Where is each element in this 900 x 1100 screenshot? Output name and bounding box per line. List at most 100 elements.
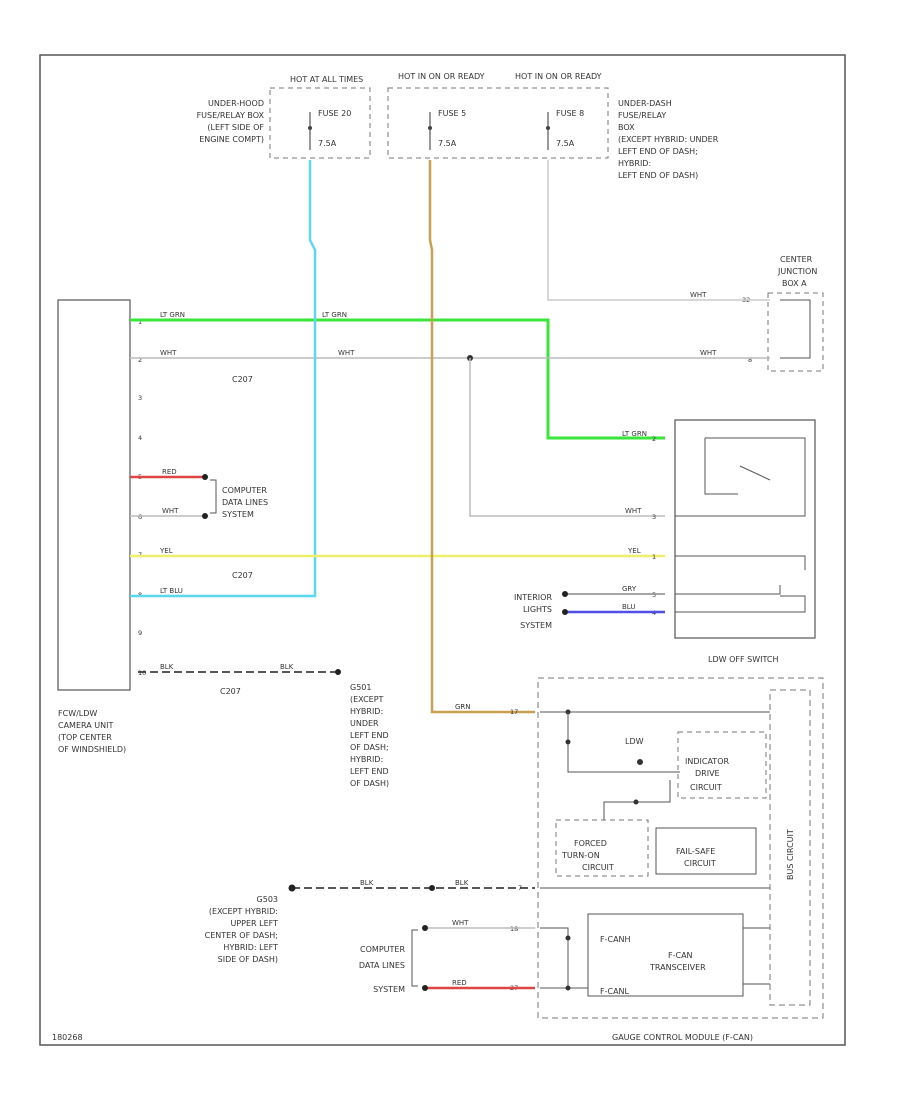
svg-text:3: 3 bbox=[138, 394, 142, 402]
svg-text:HYBRID:: HYBRID: bbox=[350, 755, 383, 764]
svg-text:3: 3 bbox=[652, 513, 656, 521]
svg-text:TRANSCEIVER: TRANSCEIVER bbox=[649, 963, 706, 972]
wire-label-lt-grn: LT GRN bbox=[160, 311, 185, 319]
svg-text:5: 5 bbox=[652, 591, 656, 599]
svg-text:WHT: WHT bbox=[162, 507, 179, 515]
svg-text:WHT: WHT bbox=[160, 349, 177, 357]
svg-text:LEFT END: LEFT END bbox=[350, 731, 389, 740]
fuse-header-2: HOT IN ON OR READY bbox=[398, 72, 485, 81]
svg-text:UPPER LEFT: UPPER LEFT bbox=[230, 919, 278, 928]
fuse-label-20: FUSE 20 bbox=[318, 109, 351, 118]
junction-box: CENTER JUNCTION BOX A 32 8 bbox=[742, 255, 824, 372]
svg-text:COMPUTER: COMPUTER bbox=[360, 945, 405, 954]
svg-text:F-CAN: F-CAN bbox=[668, 951, 693, 960]
svg-text:CIRCUIT: CIRCUIT bbox=[690, 783, 722, 792]
svg-text:BLK: BLK bbox=[360, 879, 374, 887]
fuse-label-8: FUSE 8 bbox=[556, 109, 584, 118]
svg-text:LEFT END: LEFT END bbox=[350, 767, 389, 776]
svg-text:2: 2 bbox=[652, 435, 656, 443]
svg-text:HYBRID:: HYBRID: bbox=[350, 707, 383, 716]
fuse-label-5: FUSE 5 bbox=[438, 109, 466, 118]
svg-text:INTERIOR: INTERIOR bbox=[514, 593, 553, 602]
svg-text:BOX: BOX bbox=[618, 123, 635, 132]
svg-text:LEFT END OF DASH): LEFT END OF DASH) bbox=[618, 171, 698, 180]
svg-text:FCW/LDW: FCW/LDW bbox=[58, 709, 97, 718]
camera-unit: 1 2 3 4 5 6 7 8 9 10 bbox=[57, 299, 146, 691]
svg-text:(EXCEPT HYBRID: UNDER: (EXCEPT HYBRID: UNDER bbox=[618, 135, 719, 144]
svg-text:F-CANL: F-CANL bbox=[600, 987, 630, 996]
svg-text:WHT: WHT bbox=[625, 507, 642, 515]
computer-data-label-2: COMPUTER DATA LINES SYSTEM bbox=[359, 945, 406, 994]
svg-text:G501: G501 bbox=[350, 683, 371, 692]
svg-text:SYSTEM: SYSTEM bbox=[520, 621, 552, 630]
svg-text:4: 4 bbox=[138, 434, 142, 442]
svg-text:TURN-ON: TURN-ON bbox=[561, 851, 600, 860]
svg-text:GRY: GRY bbox=[622, 585, 637, 593]
svg-text:SYSTEM: SYSTEM bbox=[373, 985, 405, 994]
svg-text:CENTER OF DASH;: CENTER OF DASH; bbox=[205, 931, 278, 940]
g503-label: G503 (EXCEPT HYBRID: UPPER LEFT CENTER O… bbox=[205, 895, 278, 964]
svg-text:CENTER: CENTER bbox=[780, 255, 813, 264]
conn-c207-1: C207 bbox=[232, 375, 253, 384]
svg-text:18: 18 bbox=[510, 925, 518, 933]
wire-lt-grn bbox=[130, 318, 665, 440]
wire-grn bbox=[428, 160, 535, 714]
ldw-off-switch: 2 3 1 5 4 bbox=[652, 419, 816, 639]
svg-text:BOX A: BOX A bbox=[782, 279, 807, 288]
svg-text:LT GRN: LT GRN bbox=[322, 311, 347, 319]
svg-text:G503: G503 bbox=[257, 895, 278, 904]
underdash-box-label: UNDER-DASH FUSE/RELAY BOX (EXCEPT HYBRID… bbox=[618, 99, 719, 180]
svg-text:DATA LINES: DATA LINES bbox=[222, 498, 268, 507]
svg-text:RED: RED bbox=[162, 468, 177, 476]
svg-text:WHT: WHT bbox=[452, 919, 469, 927]
svg-text:FUSE/RELAY: FUSE/RELAY bbox=[618, 111, 666, 120]
svg-text:10: 10 bbox=[138, 669, 146, 677]
svg-text:YEL: YEL bbox=[627, 547, 641, 555]
svg-text:FUSE/RELAY BOX: FUSE/RELAY BOX bbox=[197, 111, 265, 120]
svg-text:YEL: YEL bbox=[159, 547, 173, 555]
svg-text:ENGINE COMPT): ENGINE COMPT) bbox=[199, 135, 264, 144]
svg-text:(EXCEPT HYBRID:: (EXCEPT HYBRID: bbox=[209, 907, 278, 916]
svg-text:BLK: BLK bbox=[455, 879, 469, 887]
svg-text:HYBRID:: HYBRID: bbox=[618, 159, 651, 168]
svg-text:GRN: GRN bbox=[455, 703, 471, 711]
fuse-header-3: HOT IN ON OR READY bbox=[515, 72, 602, 81]
svg-text:BLK: BLK bbox=[280, 663, 294, 671]
svg-text:DATA LINES: DATA LINES bbox=[359, 961, 405, 970]
underhood-fuse-box: HOT AT ALL TIMES FUSE 20 7.5A bbox=[269, 75, 371, 159]
svg-text:2: 2 bbox=[138, 356, 142, 364]
svg-text:1: 1 bbox=[652, 553, 656, 561]
svg-text:SYSTEM: SYSTEM bbox=[222, 510, 254, 519]
diagram-frame bbox=[39, 54, 846, 1046]
svg-text:WHT: WHT bbox=[700, 349, 717, 357]
g501-label: G501 (EXCEPT HYBRID: UNDER LEFT END OF D… bbox=[350, 683, 389, 788]
svg-text:6: 6 bbox=[138, 513, 142, 521]
gauge-control-module: BUS CIRCUIT LDW INDICATOR DRIVE CIRCUIT … bbox=[510, 677, 824, 1019]
svg-text:OF DASH): OF DASH) bbox=[350, 779, 389, 788]
svg-text:LEFT END OF DASH;: LEFT END OF DASH; bbox=[618, 147, 698, 156]
interior-lights-label: INTERIOR LIGHTS SYSTEM bbox=[514, 593, 553, 630]
fuse-amps-5: 7.5A bbox=[438, 139, 457, 148]
svg-text:F-CANH: F-CANH bbox=[600, 935, 631, 944]
footer-code: 180268 bbox=[52, 1033, 83, 1042]
svg-text:BUS CIRCUIT: BUS CIRCUIT bbox=[786, 829, 795, 880]
svg-text:BLU: BLU bbox=[622, 603, 635, 611]
svg-text:SIDE OF DASH): SIDE OF DASH) bbox=[218, 955, 278, 964]
svg-text:LT BLU: LT BLU bbox=[160, 587, 183, 595]
underhood-box-label: UNDER-HOOD FUSE/RELAY BOX (LEFT SIDE OF … bbox=[197, 99, 265, 144]
svg-text:UNDER-HOOD: UNDER-HOOD bbox=[208, 99, 264, 108]
svg-text:DRIVE: DRIVE bbox=[695, 769, 720, 778]
fuse-amps-20: 7.5A bbox=[318, 139, 337, 148]
conn-c207-2: C207 bbox=[232, 571, 253, 580]
gauge-module-label: GAUGE CONTROL MODULE (F-CAN) bbox=[612, 1033, 753, 1042]
svg-text:(TOP CENTER: (TOP CENTER bbox=[58, 733, 112, 742]
svg-text:(LEFT SIDE OF: (LEFT SIDE OF bbox=[207, 123, 264, 132]
svg-text:UNDER-DASH: UNDER-DASH bbox=[618, 99, 672, 108]
wire-wht-fuse8 bbox=[547, 160, 770, 301]
underdash-fuse-box: HOT IN ON OR READY HOT IN ON OR READY FU… bbox=[387, 72, 609, 159]
svg-text:BLK: BLK bbox=[160, 663, 174, 671]
svg-text:FORCED: FORCED bbox=[574, 839, 607, 848]
svg-text:FAIL-SAFE: FAIL-SAFE bbox=[676, 847, 715, 856]
svg-text:9: 9 bbox=[138, 629, 142, 637]
